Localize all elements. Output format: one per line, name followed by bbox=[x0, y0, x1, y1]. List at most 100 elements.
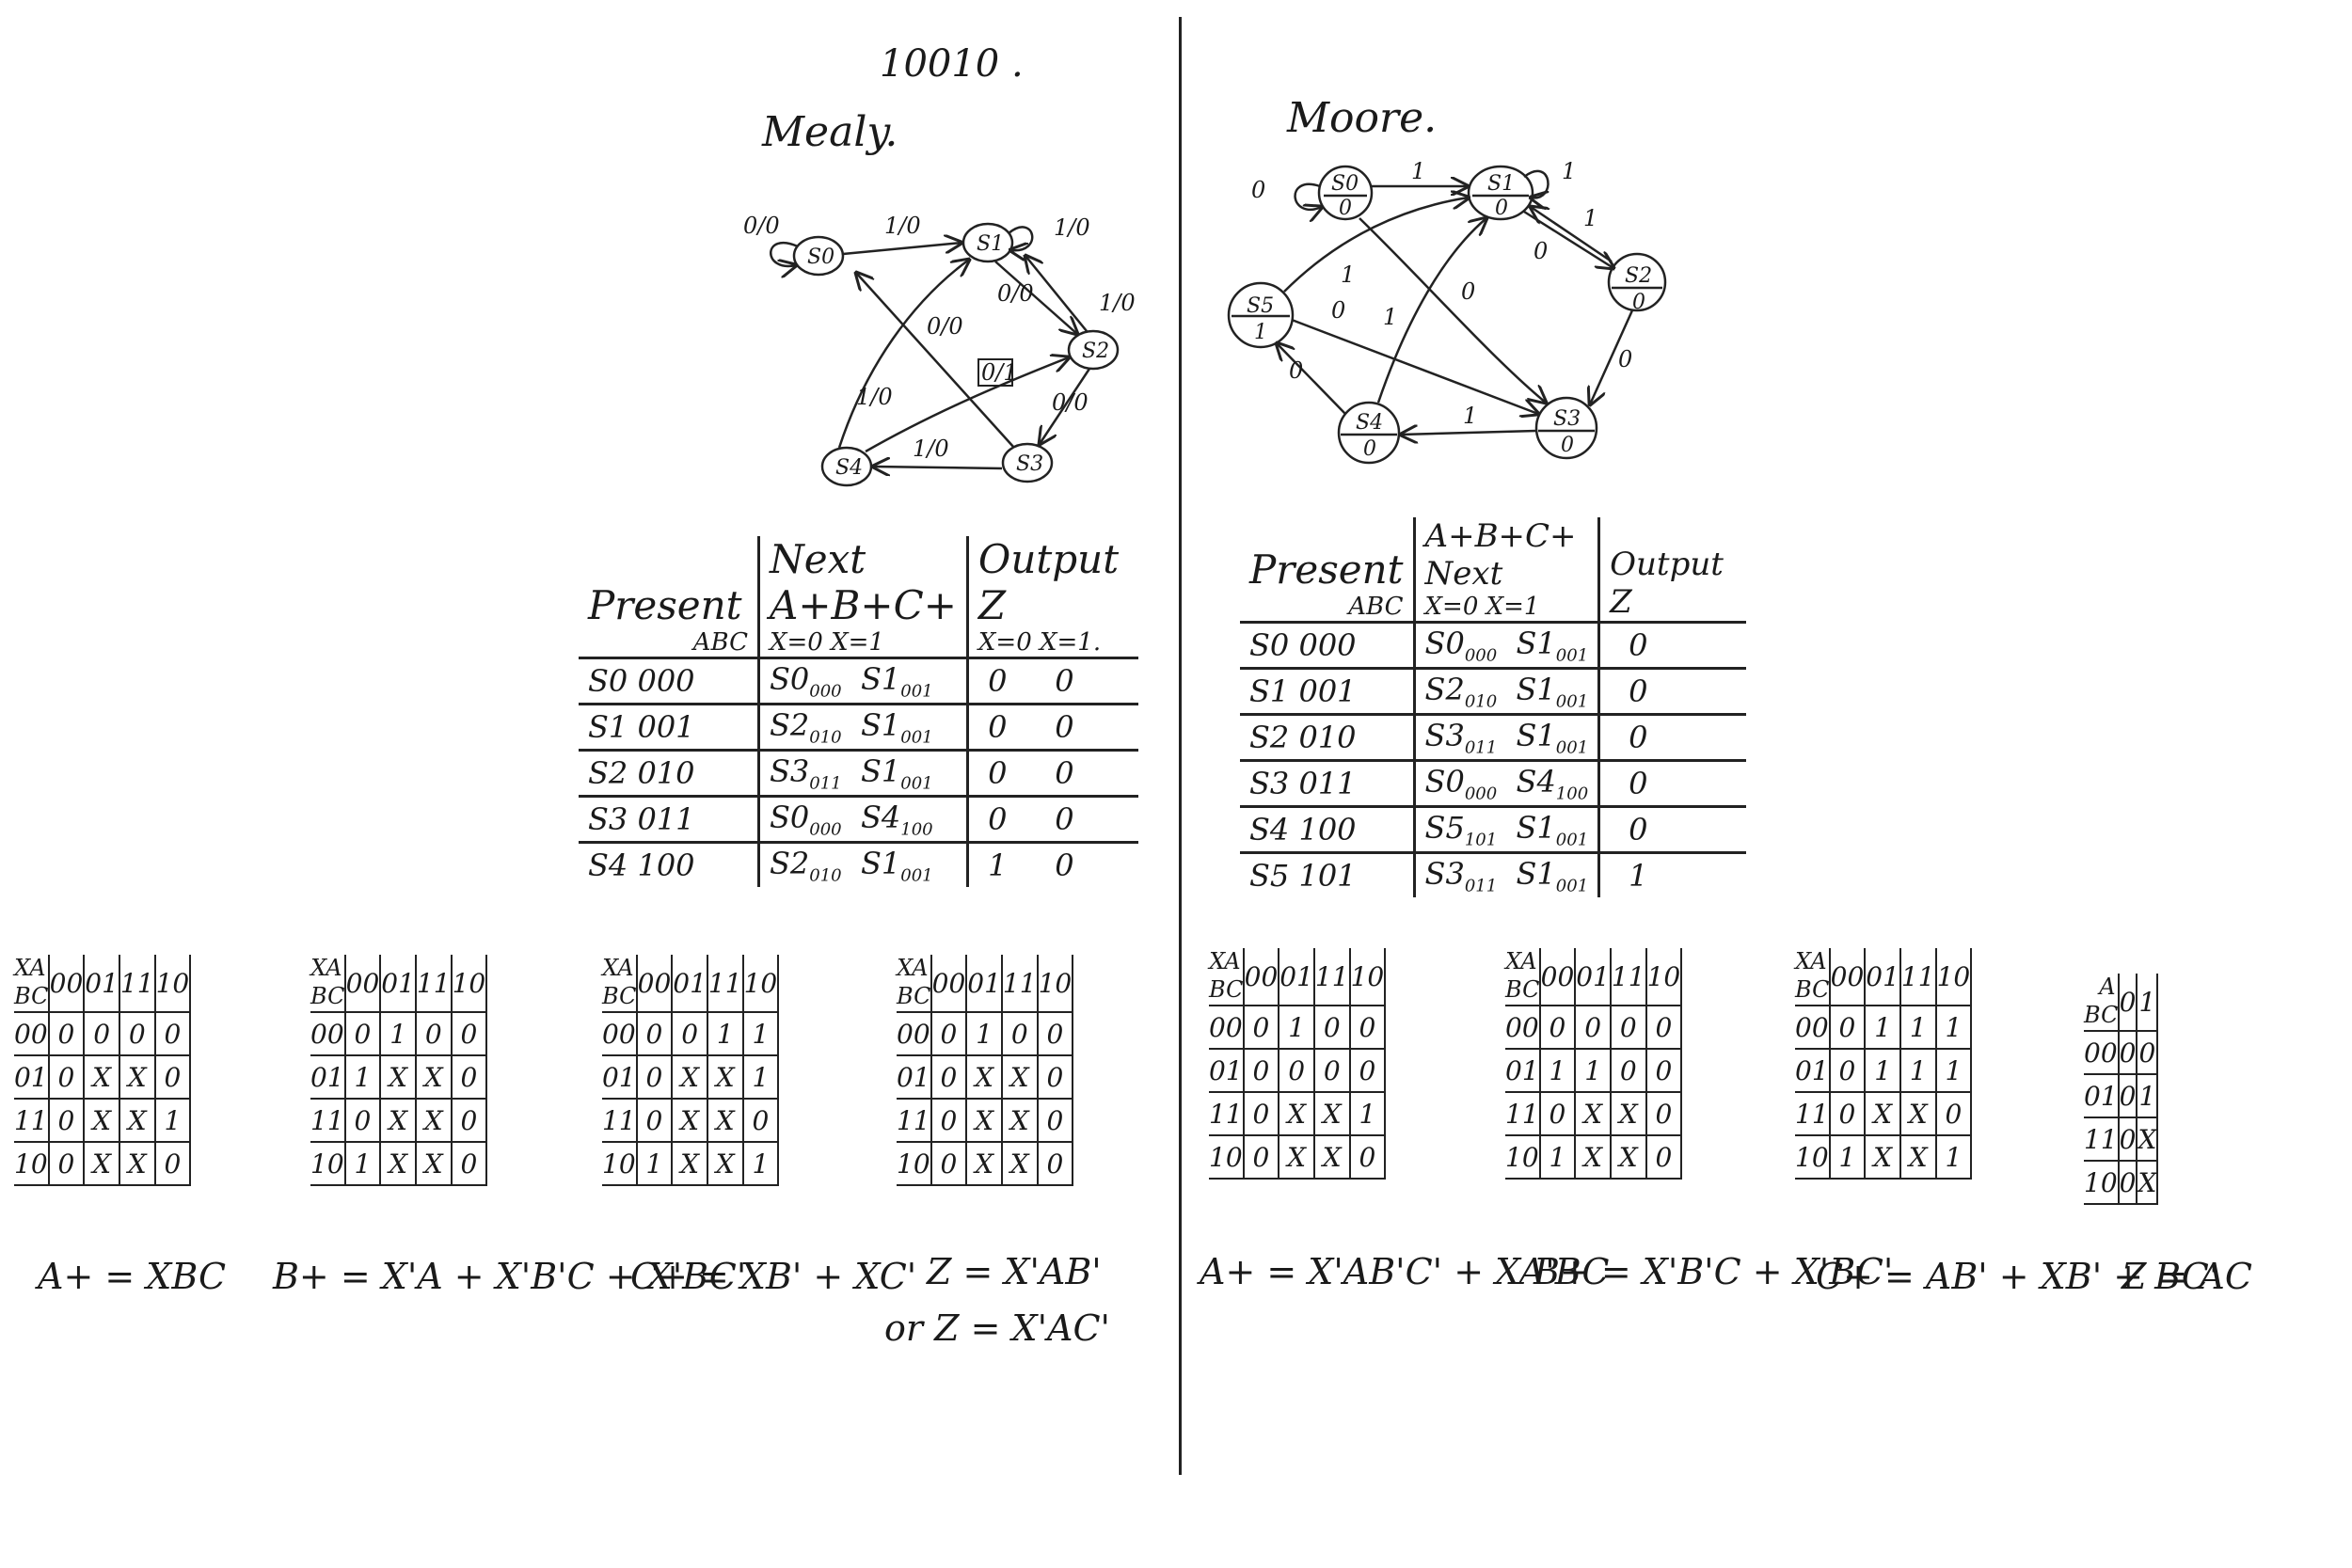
moore-equation-z: Z = AC bbox=[2122, 1256, 2252, 1297]
kmap-cell: X bbox=[672, 1099, 707, 1142]
kmap-cell: 0 bbox=[155, 1055, 191, 1099]
kmap-cell: 0 bbox=[49, 1099, 85, 1142]
mealy-edge-label: 0/0 bbox=[1052, 389, 1089, 416]
kmap-row-header: 11 bbox=[14, 1099, 49, 1142]
kmap-cell: 1 bbox=[2137, 1074, 2157, 1117]
mealy-state-table: PresentABC Next A+B+C+X=0 X=1 Output ZX=… bbox=[579, 536, 1138, 887]
present-header: Present bbox=[588, 582, 748, 628]
kmap-col-header: 10 bbox=[1936, 948, 1972, 1006]
kmap-cell: 1 bbox=[743, 1012, 779, 1055]
kmap-cell: 0 bbox=[155, 1142, 191, 1185]
kmap-cell: X bbox=[966, 1142, 1002, 1185]
kmap-cell: X bbox=[1611, 1092, 1646, 1135]
kmap-col-header: 11 bbox=[1611, 948, 1646, 1006]
kmap-cell: 0 bbox=[155, 1012, 191, 1055]
kmap-cell: 0 bbox=[1575, 1006, 1611, 1049]
mealy-equation-z-alt: or Z = X'AC' bbox=[884, 1307, 1110, 1349]
table-row: S2 010 S3011 S1001 0 0 bbox=[579, 751, 1138, 797]
kmap-corner-top: XA bbox=[1795, 948, 1827, 974]
kmap-cell: 0 bbox=[452, 1142, 487, 1185]
kmap-cell: 1 bbox=[1936, 1135, 1972, 1179]
moore-state-name: S5 bbox=[1247, 294, 1274, 318]
kmap-cell: 1 bbox=[743, 1142, 779, 1185]
kmap-cell: 0 bbox=[1244, 1006, 1279, 1049]
kmap-cell: 1 bbox=[155, 1099, 191, 1142]
kmap-cell: X bbox=[1314, 1092, 1350, 1135]
kmap-cell: 1 bbox=[1540, 1135, 1576, 1179]
kmap-cell: X bbox=[1314, 1135, 1350, 1179]
moore-edge-s3-s4 bbox=[1401, 431, 1536, 435]
kmap-cell: 0 bbox=[1002, 1012, 1038, 1055]
kmap-cell: 0 bbox=[1314, 1049, 1350, 1092]
kmap-corner-top: XA bbox=[1209, 948, 1241, 974]
moore-state-out: 0 bbox=[1363, 437, 1376, 461]
kmap-cell: 0 bbox=[452, 1055, 487, 1099]
kmap-cell: 0 bbox=[1830, 1092, 1866, 1135]
moore-state-out: 0 bbox=[1561, 434, 1574, 457]
next-sub-header: X=0 X=1 bbox=[770, 628, 957, 657]
kmap-cell: 1 bbox=[1900, 1006, 1936, 1049]
kmap-cell: 0 bbox=[1350, 1006, 1386, 1049]
moore-edge-label: 0 bbox=[1618, 346, 1632, 372]
kmap-cell: 0 bbox=[1244, 1092, 1279, 1135]
moore-state-diagram: S0 0 S1 0 S2 0 S3 0 S4 0 S5 1 0 1 1 1 0 … bbox=[1218, 150, 1708, 489]
next-header: Next A+B+C+ bbox=[770, 536, 957, 628]
kmap-cell: 0 bbox=[672, 1012, 707, 1055]
mealy-state-diagram: S0 S1 S2 S3 S4 0/0 1/0 1/0 0/0 1/0 0/0 0… bbox=[715, 179, 1148, 499]
kmap-cell: X bbox=[1865, 1092, 1900, 1135]
kmap-row-header: 01 bbox=[310, 1055, 345, 1099]
moore-edge-label: 1 bbox=[1411, 158, 1425, 184]
kmap-col-header: 10 bbox=[1646, 948, 1682, 1006]
kmap-row-header: 01 bbox=[897, 1055, 931, 1099]
table-row: S1 001 S2010 S1001 0 0 bbox=[579, 705, 1138, 751]
kmap-cell: 0 bbox=[1244, 1049, 1279, 1092]
sequence-note: 10010 . bbox=[880, 42, 1024, 86]
kmap-col-header: 11 bbox=[1900, 948, 1936, 1006]
mealy-edge-label: 1/0 bbox=[884, 213, 921, 239]
kmap-corner-side: BC bbox=[602, 983, 636, 1009]
kmap-table: XABC00011110000111010111110XX0101XX1 bbox=[1795, 948, 1972, 1180]
kmap-table: XABC00011110000100010000110XX1100XX0 bbox=[1209, 948, 1386, 1180]
kmap-cell: X bbox=[1575, 1135, 1611, 1179]
kmap-col-header: 01 bbox=[966, 955, 1002, 1012]
kmap-row-header: 00 bbox=[2084, 1031, 2119, 1074]
kmap-cell: X bbox=[1865, 1135, 1900, 1179]
moore-heading: Moore. bbox=[1287, 94, 1437, 142]
kmap-cell: 0 bbox=[1244, 1135, 1279, 1179]
kmap-col-header: 00 bbox=[637, 955, 673, 1012]
kmap-col-header: 01 bbox=[1279, 948, 1314, 1006]
kmap-cell: 1 bbox=[380, 1012, 416, 1055]
output-sub-header: X=0 X=1. bbox=[978, 628, 1129, 657]
kmap-col-header: 01 bbox=[1865, 948, 1900, 1006]
kmap-cell: 0 bbox=[1936, 1092, 1972, 1135]
kmap-row-header: 10 bbox=[897, 1142, 931, 1185]
kmap-col-header: 11 bbox=[119, 955, 155, 1012]
present-header: Present bbox=[1249, 546, 1404, 593]
kmap-cell: 0 bbox=[637, 1055, 673, 1099]
kmap-cell: 1 bbox=[1865, 1006, 1900, 1049]
kmap-cell: 0 bbox=[1038, 1055, 1073, 1099]
kmap-corner-side: BC bbox=[14, 983, 48, 1009]
kmap-cell: 1 bbox=[743, 1055, 779, 1099]
kmap-row-header: 11 bbox=[1209, 1092, 1244, 1135]
moore-edge-s1-self bbox=[1524, 171, 1548, 198]
moore-edge-s5-s3 bbox=[1292, 320, 1538, 414]
kmap-cell: X bbox=[380, 1142, 416, 1185]
kmap-cell: 0 bbox=[1646, 1049, 1682, 1092]
mealy-edge-label: 0/0 bbox=[743, 213, 780, 239]
kmap-cell: 1 bbox=[637, 1142, 673, 1185]
mealy-edge-s0-s1 bbox=[843, 243, 961, 254]
kmap-cell: 1 bbox=[345, 1142, 381, 1185]
kmap-cell: 0 bbox=[119, 1012, 155, 1055]
kmap-row-header: 00 bbox=[602, 1012, 637, 1055]
moore-state-out: 1 bbox=[1254, 321, 1267, 344]
kmap-cell: 1 bbox=[1936, 1006, 1972, 1049]
kmap-row-header: 00 bbox=[1795, 1006, 1830, 1049]
kmap-row-header: 11 bbox=[2084, 1117, 2119, 1161]
kmap-row-header: 10 bbox=[14, 1142, 49, 1185]
moore-state-name: S2 bbox=[1625, 264, 1652, 288]
kmap-cell: X bbox=[966, 1099, 1002, 1142]
kmap-table: XABC00011110000011010XX1110XX0101XX1 bbox=[602, 955, 779, 1186]
table-row: S1 001 S2010 S1001 0 bbox=[1240, 669, 1746, 715]
kmap-row-header: 10 bbox=[1209, 1135, 1244, 1179]
